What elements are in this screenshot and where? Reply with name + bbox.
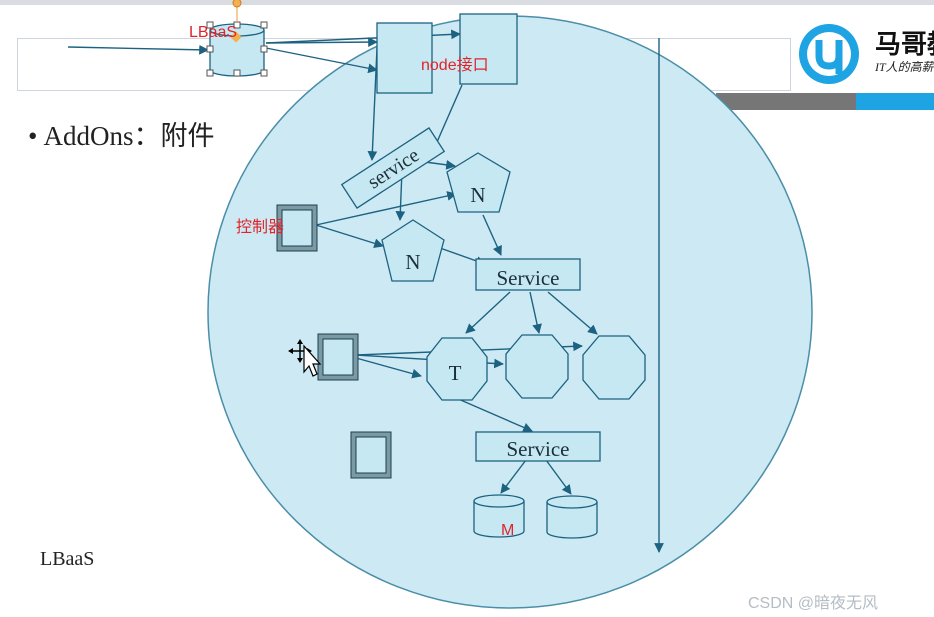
bottom-lbaas-label: LBaaS	[40, 548, 95, 570]
controller-box-1[interactable]	[276, 204, 318, 252]
node-interface-label: node接口	[421, 56, 489, 74]
watermark: CSDN @暗夜无风	[748, 595, 879, 612]
bullet-title-text: AddOns：附件	[43, 121, 215, 151]
arrow-t-pod-to-service	[455, 397, 533, 432]
pod-octagon-t[interactable]: T	[426, 337, 488, 401]
pod-pentagon-lower[interactable]: N	[381, 219, 445, 282]
selection-handles[interactable]	[206, 21, 268, 77]
node-box-2[interactable]	[459, 13, 518, 85]
arrow-lbaas-to-node1-lower	[265, 47, 378, 74]
arrow-controller2-to-t-pod	[355, 357, 422, 379]
controller-box-2[interactable]	[317, 333, 359, 381]
top-border-line	[0, 0, 934, 5]
arrow-service-to-db1	[500, 459, 527, 494]
arrow-controller-to-pod-upper	[315, 191, 457, 226]
service-box-mid[interactable]: Service	[475, 258, 581, 291]
service-mid-label: Service	[497, 266, 560, 290]
database-label: M	[501, 522, 514, 539]
move-cursor-icon	[288, 339, 322, 377]
node-box-1[interactable]	[376, 22, 433, 94]
pod-pentagon-upper[interactable]: N	[446, 152, 511, 213]
arrow-service-to-octagon-3	[547, 291, 598, 335]
arrow-node1-to-service	[367, 47, 378, 161]
arrow-pod-upper-to-service	[482, 214, 502, 256]
arrow-service-to-db2	[545, 459, 572, 495]
brand-slogan: IT人的高薪职	[875, 60, 934, 74]
pod-octagon-2[interactable]	[505, 334, 569, 399]
header-band-grey	[716, 93, 856, 110]
brand-logo-icon	[799, 24, 859, 84]
controller-label: 控制器	[236, 218, 284, 236]
controller-box-3[interactable]	[350, 431, 392, 479]
bullet-dot-icon: •	[28, 121, 38, 151]
brand-name: 马哥教	[875, 29, 934, 59]
arrow-controller-to-pod-lower	[315, 224, 384, 249]
pod-t-label: T	[449, 361, 462, 385]
lbaas-label: LBaaS	[189, 24, 237, 41]
header-band-blue	[856, 93, 934, 110]
arrow-client-to-lbaas	[67, 44, 209, 55]
service-box-low[interactable]: Service	[475, 431, 601, 462]
database-cylinder-2[interactable]	[546, 495, 598, 539]
arrow-service-to-octagon-2	[529, 291, 542, 334]
database-cylinder-1[interactable]	[473, 494, 525, 538]
pod-octagon-3[interactable]	[582, 335, 646, 400]
pod-n-lower-label: N	[405, 250, 420, 274]
bullet-title: •AddOns：附件	[28, 114, 214, 153]
arrow-service-to-t-pod	[465, 291, 511, 334]
pod-n-upper-label: N	[470, 183, 485, 207]
service-low-label: Service	[507, 437, 570, 461]
rotation-handle[interactable]	[230, 0, 242, 43]
